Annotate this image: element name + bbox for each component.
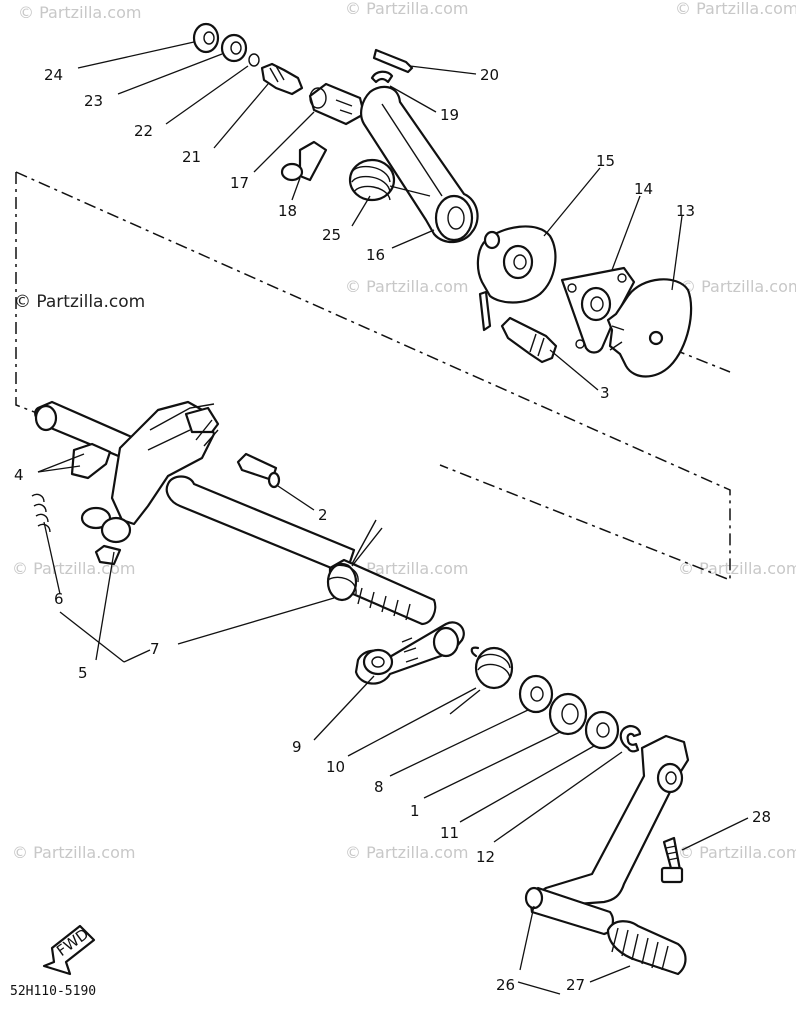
watermark: © Partzilla.com [18,3,141,22]
watermark: © Partzilla.com [678,843,796,862]
cotter-pin-20 [372,48,414,74]
callout-4: 4 [14,466,24,484]
callout-12: 12 [476,848,495,866]
seal-1 [548,692,588,736]
watermark: © Partzilla.com [345,0,468,18]
callout-16: 16 [366,246,385,264]
watermark: © Partzilla.com [12,843,135,862]
circlip-22 [248,53,260,67]
callout-23: 23 [84,92,103,110]
circlip-12 [619,724,642,753]
callout-7: 7 [150,640,160,658]
callout-10: 10 [326,758,345,776]
callout-28: 28 [752,808,771,826]
callout-26: 26 [496,976,515,994]
nut-24 [192,22,220,54]
fwd-arrow-icon: FWD [42,925,96,976]
washer-8 [518,674,554,714]
watermark: © Partzilla.com [675,0,796,18]
shift-lever-assembly [34,400,220,566]
pin-2 [236,452,281,489]
callout-1: 1 [410,802,420,820]
callout-5: 5 [78,664,88,682]
callout-3: 3 [600,384,610,402]
shift-shaft-7 [165,475,437,626]
clip-19 [370,70,394,84]
shift-pedal-26 [524,734,690,936]
cam-plate-13 [606,278,693,378]
bolt-28 [660,836,684,884]
callout-8: 8 [374,778,384,796]
brand-label: © Partzilla.com [14,292,145,312]
callout-19: 19 [440,106,459,124]
pin-18 [280,140,328,182]
spring-6 [31,493,51,533]
callout-20: 20 [480,66,499,84]
callout-numbers: 24 23 22 21 17 18 20 19 25 16 15 14 13 3… [14,66,771,994]
callout-2: 2 [318,506,328,524]
callout-9: 9 [292,738,302,756]
watermark: © Partzilla.com [680,277,796,296]
diagram-code: 52H110-5190 [10,984,96,999]
plate-14 [560,266,636,354]
callout-21: 21 [182,148,201,166]
spring-25 [348,158,431,202]
callout-24: 24 [44,66,63,84]
callout-15: 15 [596,152,615,170]
arm-16 [360,85,479,244]
pin-17 [308,82,366,126]
callout-14: 14 [634,180,653,198]
leader-lines [37,41,749,995]
pin-3 [500,316,558,364]
callout-11: 11 [440,824,459,842]
callout-6: 6 [54,590,64,608]
callout-25: 25 [322,226,341,244]
callout-18: 18 [278,202,297,220]
callout-22: 22 [134,122,153,140]
bolt-21 [260,62,304,96]
pedal-rubber-27 [606,920,687,976]
callout-13: 13 [676,202,695,220]
washer-23 [220,33,248,63]
spring-10 [449,646,514,715]
callout-17: 17 [230,174,249,192]
plate-15 [476,225,557,332]
watermark: © Partzilla.com [345,277,468,296]
watermark: © Partzilla.com [345,843,468,862]
callout-27: 27 [566,976,585,994]
lever-9 [354,621,465,685]
washer-11 [584,710,620,750]
watermark: © Partzilla.com [678,559,796,578]
watermark: © Partzilla.com [12,559,135,578]
